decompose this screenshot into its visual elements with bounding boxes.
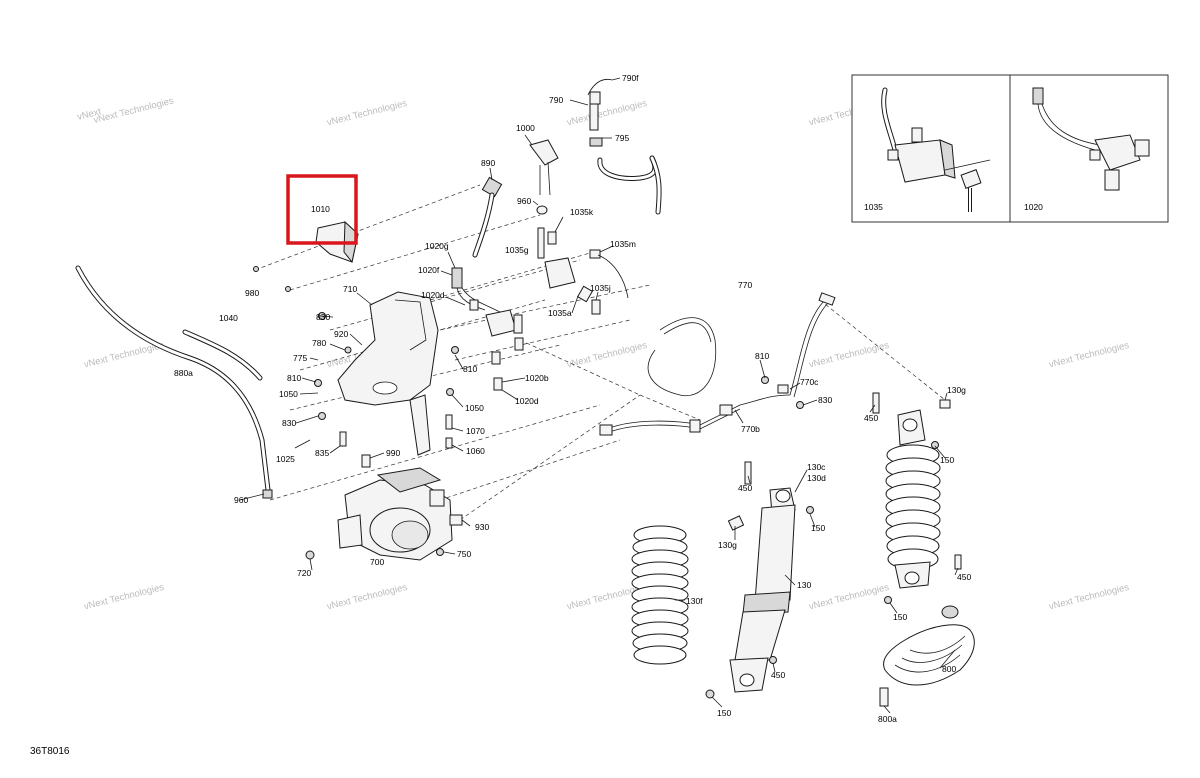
shock-absorber-right — [872, 392, 962, 604]
mount-bracket-710 — [253, 266, 459, 456]
harness-1020 — [451, 267, 524, 391]
air-bag-800 — [879, 605, 975, 707]
shock-absorber-130 — [705, 461, 814, 699]
callout-label: 775 — [293, 353, 307, 363]
callout-label: 1035g — [505, 245, 529, 255]
valve-block-1035-illustration — [881, 87, 991, 212]
callout-label: 150 — [940, 455, 954, 465]
callout-label: 130g — [718, 540, 737, 550]
highlight-box-1010 — [286, 174, 358, 245]
watermark: vNext Technologies — [566, 340, 649, 371]
callout-label: 1000 — [516, 123, 535, 133]
watermark: vNext Technologies — [326, 582, 409, 613]
callout-label: 720 — [297, 568, 311, 578]
callout-label: 450 — [864, 413, 878, 423]
callout-label: 830 — [282, 418, 296, 428]
callout-label: 1020d — [421, 290, 445, 300]
watermark: vNext Technologies — [808, 582, 891, 613]
callout-label: 800a — [878, 714, 897, 724]
callout-label: 1035a — [548, 308, 572, 318]
callout-label: 1035k — [570, 207, 594, 217]
callout-label: 1025 — [276, 454, 295, 464]
callout-label: 770 — [738, 280, 752, 290]
callout-label: 810 — [463, 364, 477, 374]
coil-spring-130f — [631, 525, 689, 665]
callout-label: 810 — [755, 351, 769, 361]
callout-label: 920 — [334, 329, 348, 339]
vent-hose-880a — [75, 265, 273, 499]
watermark: vNext Technologies — [83, 582, 166, 613]
callout-label: 1020b — [525, 373, 549, 383]
callout-label: 770b — [741, 424, 760, 434]
callout-label-highlighted[interactable]: 1010 — [311, 204, 330, 214]
callout-label: 960 — [234, 495, 248, 505]
watermark: vNext Technologies — [1048, 582, 1131, 613]
connector-890 — [472, 176, 503, 258]
callout-label: 450 — [738, 483, 752, 493]
bracket-1000 — [529, 139, 559, 259]
callout-label: 790 — [549, 95, 563, 105]
watermark: vNext Technologies — [808, 340, 891, 371]
callout-label: 810 — [287, 373, 301, 383]
callout-label: 1070 — [466, 426, 485, 436]
callout-label: 890 — [481, 158, 495, 168]
watermark: vNext Technologies — [92, 95, 175, 126]
diagram-id: 36T8016 — [30, 746, 70, 757]
callout-label: 1020f — [418, 265, 440, 275]
callout-label: 150 — [811, 523, 825, 533]
watermark: vNext Technologies — [1048, 340, 1131, 371]
callout-label: 750 — [457, 549, 471, 559]
callout-label: 130g — [947, 385, 966, 395]
callout-label: 1050 — [465, 403, 484, 413]
assembly-leader-lines — [254, 184, 946, 521]
callout-label: 790f — [622, 73, 639, 83]
callout-label: 880a — [174, 368, 193, 378]
callout-label: 130c — [807, 462, 826, 472]
callout-label: 780 — [312, 338, 326, 348]
inset-panel: 1035 1020 — [851, 74, 1169, 223]
callout-label: 150 — [717, 708, 731, 718]
callout-label: 770c — [800, 377, 819, 387]
callout-label: 1020g — [425, 241, 449, 251]
callout-label: 450 — [771, 670, 785, 680]
callout-label: 795 — [615, 133, 629, 143]
callout-label: 700 — [370, 557, 384, 567]
callout-labels: 790f 790 795 1000 890 960 1035k 1010 102… — [174, 73, 971, 724]
inset-label-1020: 1020 — [1024, 202, 1043, 212]
callout-label: 1050 — [279, 389, 298, 399]
callout-label: 1035m — [610, 239, 636, 249]
callout-label: 960 — [517, 196, 531, 206]
callout-label: 130d — [807, 473, 826, 483]
callout-label: 830 — [818, 395, 832, 405]
pressure-sensor-790 — [587, 78, 662, 215]
callout-label: 130 — [797, 580, 811, 590]
callout-label: 990 — [386, 448, 400, 458]
callout-label: 830 — [316, 312, 330, 322]
inset-label-1035: 1035 — [864, 202, 883, 212]
callout-label: 800 — [942, 664, 956, 674]
watermark: vNext Technologies — [326, 98, 409, 129]
callout-label: 1040 — [219, 313, 238, 323]
callout-label: 1020d — [515, 396, 539, 406]
callout-label: 1060 — [466, 446, 485, 456]
air-line-770 — [599, 292, 836, 436]
callout-label: 835 — [315, 448, 329, 458]
air-compressor-700 — [305, 454, 463, 561]
callout-label: 1035j — [590, 283, 611, 293]
valve-block-1035 — [544, 231, 629, 315]
callout-label: 980 — [245, 288, 259, 298]
callout-label: 150 — [893, 612, 907, 622]
callout-label: 130f — [686, 596, 703, 606]
callout-label: 710 — [343, 284, 357, 294]
callout-leaders — [239, 77, 959, 714]
callout-label: 930 — [475, 522, 489, 532]
callout-label: 450 — [957, 572, 971, 582]
solenoid-1020-illustration — [1032, 87, 1150, 191]
